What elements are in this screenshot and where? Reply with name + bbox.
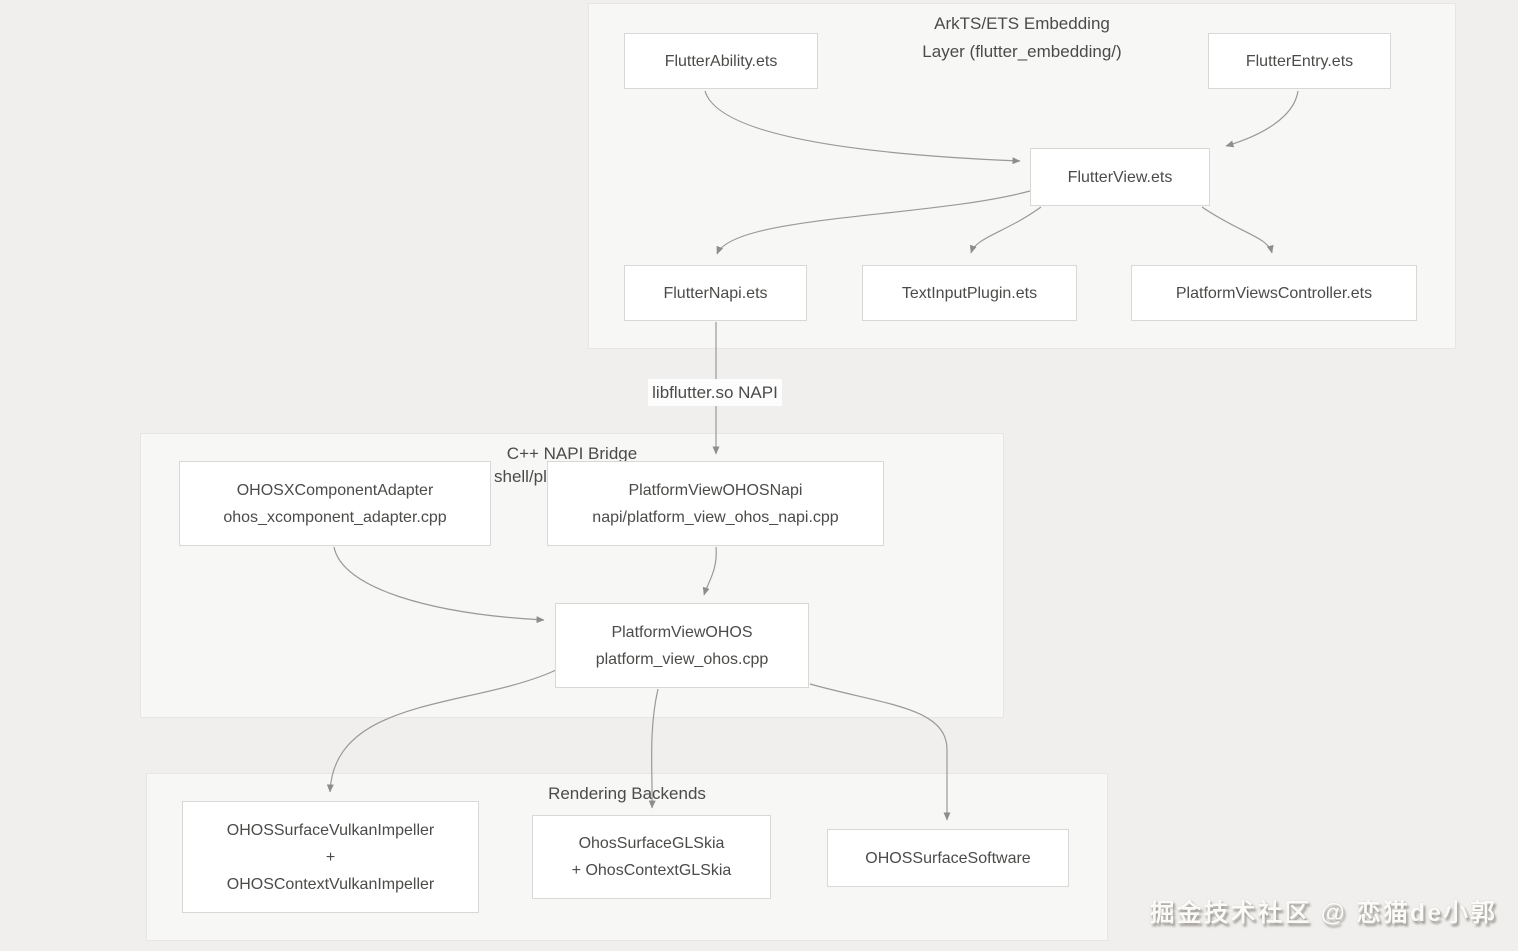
node-platformviewohosnapi-file: napi/platform_view_ohos_napi.cpp <box>592 508 839 526</box>
node-platformviewohos: PlatformViewOHOS platform_view_ohos.cpp <box>555 603 809 688</box>
node-surface-gl-skia: OhosSurfaceGLSkia + OhosContextGLSkia <box>532 815 771 899</box>
edge-label-libflutter-napi: libflutter.so NAPI <box>648 379 782 406</box>
node-flutterview-label: FlutterView.ets <box>1067 168 1173 186</box>
node-ohosxcomponentadapter-file: ohos_xcomponent_adapter.cpp <box>223 508 447 526</box>
node-platformviewscontroller: PlatformViewsController.ets <box>1131 265 1417 321</box>
watermark-text: 掘金技术社区 @ 恋猫de小郭 <box>1149 899 1497 927</box>
group-bridge-title: C++ NAPI Bridge <box>141 440 1003 468</box>
group-arkts-title: ArkTS/ETS Embedding Layer (flutter_embed… <box>589 10 1455 66</box>
node-flutterentry-label: FlutterEntry.ets <box>1245 52 1354 70</box>
node-textinputplugin-label: TextInputPlugin.ets <box>901 284 1038 302</box>
node-surface-gl-skia-line1: OhosSurfaceGLSkia <box>578 835 725 852</box>
node-textinputplugin: TextInputPlugin.ets <box>862 265 1077 321</box>
group-bridge-title-line1: C++ NAPI Bridge <box>506 444 638 463</box>
group-rendering-title: Rendering Backends <box>147 780 1107 808</box>
group-arkts-title-line1: ArkTS/ETS Embedding <box>934 14 1110 33</box>
node-platformviewohos-file: platform_view_ohos.cpp <box>595 650 769 668</box>
node-surface-vulkan-impeller: OHOSSurfaceVulkanImpeller + OHOSContextV… <box>182 801 479 913</box>
node-surface-vulkan-line1: OHOSSurfaceVulkanImpeller <box>226 821 435 839</box>
node-platformviewohos-class: PlatformViewOHOS <box>611 623 753 641</box>
node-surface-software: OHOSSurfaceSoftware <box>827 829 1069 887</box>
node-flutterview: FlutterView.ets <box>1030 148 1210 206</box>
group-arkts-title-line2: Layer (flutter_embedding/) <box>922 42 1122 61</box>
node-ohosxcomponentadapter: OHOSXComponentAdapter ohos_xcomponent_ad… <box>179 461 491 546</box>
node-surface-gl-skia-line2: + OhosContextGLSkia <box>571 862 732 879</box>
node-platformviewohosnapi: PlatformViewOHOSNapi napi/platform_view_… <box>547 461 884 546</box>
node-flutternapi-label: FlutterNapi.ets <box>663 284 768 302</box>
node-surface-vulkan-line2: + <box>325 848 336 866</box>
node-flutternapi: FlutterNapi.ets <box>624 265 807 321</box>
node-ohosxcomponentadapter-class: OHOSXComponentAdapter <box>236 481 434 499</box>
node-flutterentry: FlutterEntry.ets <box>1208 33 1391 89</box>
node-flutterability: FlutterAbility.ets <box>624 33 818 89</box>
node-surface-vulkan-line3: OHOSContextVulkanImpeller <box>226 875 435 893</box>
node-surface-software-label: OHOSSurfaceSoftware <box>865 849 1031 867</box>
group-rendering-title-line1: Rendering Backends <box>548 784 706 803</box>
node-flutterability-label: FlutterAbility.ets <box>664 52 778 70</box>
node-platformviewscontroller-label: PlatformViewsController.ets <box>1175 284 1373 302</box>
group-bridge-subtitle-fragment: shell/pl <box>494 467 547 486</box>
node-platformviewohosnapi-class: PlatformViewOHOSNapi <box>628 481 803 499</box>
